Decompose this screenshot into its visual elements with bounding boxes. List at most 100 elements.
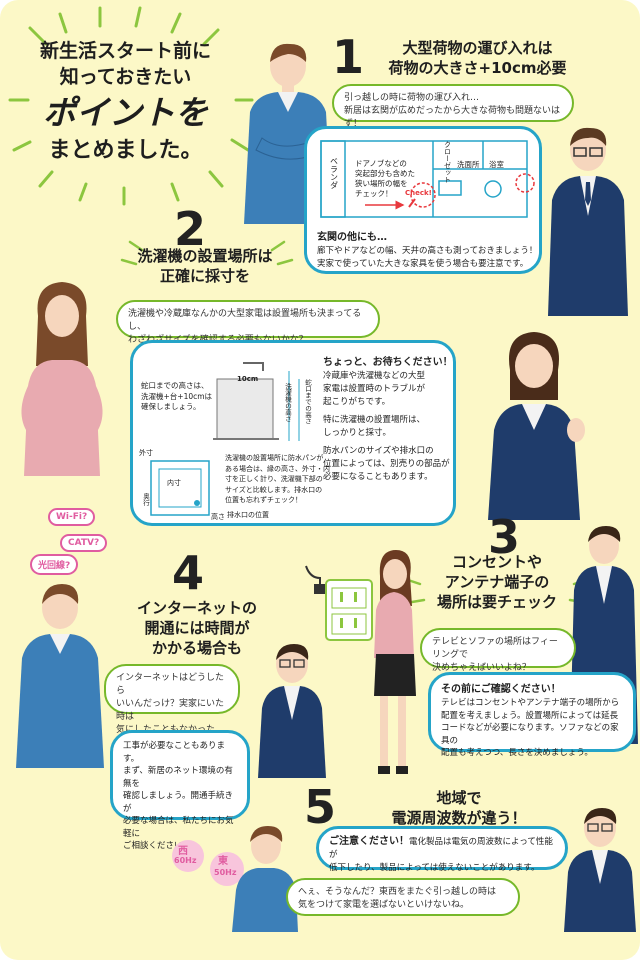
point-5-heading: 地域で 電源周波数が違う！ [370, 788, 548, 828]
point-5-bubble-line1: へぇ、そうなんだ？東西をまたぐ引っ越しの時は [298, 887, 497, 897]
main-title: 新生活スタート前に 知っておきたい ポイントを まとめました。 [18, 38, 233, 166]
floor-plan-diagram [320, 140, 535, 218]
faucet-note-line3: 確保しましょう。 [141, 402, 201, 411]
point-2-panel-line6: 防水パンのサイズや排水口の [323, 446, 434, 456]
point-3-heading: コンセントや アンテナ端子の 場所は要チェック [418, 552, 576, 612]
man-illustration-3 [232, 826, 298, 932]
pan-note-line1: 洗濯機の設置場所に防水パンが [225, 454, 324, 462]
point-1-bubble: 引っ越しの時に荷物の運び入れ… 新居は玄関が広めだったから大きな荷物も問題ないは… [332, 84, 574, 129]
title-rays [8, 6, 254, 206]
inner-label: 内寸 [167, 479, 181, 487]
point-2-panel-line2: 家電は設置時のトラブルが [323, 384, 426, 394]
point-3-panel-line4: 配置も考えつつ、長さを決めましょう。 [441, 748, 593, 758]
point-1-panel: クローゼット 洗面所 浴室 ベランダ Check! ドアノブなどの 突起部分も含… [304, 126, 542, 274]
floor-note-line2: 突起部分も含めた [355, 169, 415, 178]
staff-illustration-4 [564, 808, 636, 932]
bath-label: 浴室 [489, 160, 504, 169]
dim-10cm-label: 10cm [237, 375, 259, 383]
outer-label: 外寸 [139, 449, 153, 457]
outlet-icon [305, 565, 373, 641]
east-label: 東 [218, 856, 228, 867]
frequency-badge: 西 60Hz 東 50Hz [172, 838, 246, 890]
pan-note-line2: ある場合は、縁の高さ、外寸・内 [225, 464, 330, 473]
point-1-panel-line2: 実家で使っていた大きな家具を使う場合も要注意です。 [317, 258, 529, 269]
point-1-bubble-line1: 引っ越しの時に荷物の運び入れ… [344, 93, 480, 103]
point-2-panel-line1: 冷蔵庫や洗濯機などの大型 [323, 371, 426, 381]
point-3-bubble-line1: テレビとソファの場所はフィーリングで [432, 637, 558, 660]
veranda-label: ベランダ [329, 157, 339, 189]
point-2-number: 2 [174, 202, 207, 256]
point-2-heading-line2: 正確に採寸を [159, 267, 250, 285]
point-4-panel-line4: 必要な場合は、私たちにお気軽に [123, 816, 234, 839]
point-2-panel-text: ちょっと、お待ちください！ 冷蔵庫や洗濯機などの大型 家電は設置時のトラブルが … [323, 355, 455, 484]
point-3-panel-line2: 配置を考えましょう。設置場所によっては延長 [441, 710, 619, 721]
point-1-number: 1 [332, 30, 365, 84]
point-3-bubble: テレビとソファの場所はフィーリングで 決めちゃえばいいよね？ [420, 628, 576, 673]
height-label: 高さ [211, 513, 225, 521]
point-1-panel-line1: 廊下やドアなどの幅、天井の高さも測っておきましょう！ [317, 246, 538, 256]
west-label: 西 [178, 846, 188, 857]
point-4-bubble-line2: いいんだっけ？実家にいた時は [116, 699, 225, 722]
pan-note: 洗濯機の設置場所に防水パンが ある場合は、縁の高さ、外寸・内 寸を正しく計り、洗… [225, 453, 330, 506]
depth-label: 奥行 [141, 493, 150, 506]
point-3-rays [406, 578, 588, 604]
faucet-height-label: 蛇口までの高さ [303, 379, 312, 425]
pan-note-line4: サイズと比較します。排水口の [225, 485, 323, 494]
pan-note-line3: 寸を正しく計り、洗濯機下部の [225, 475, 323, 483]
drain-label: 排水口の位置 [227, 511, 269, 519]
point-3-panel: その前にご確認ください！ テレビはコンセントやアンテナ端子の場所から 配置を考え… [428, 672, 636, 758]
point-3-heading-line3: 場所は要チェック [436, 593, 557, 611]
point-4-heading-line3: かかる場合も [151, 639, 242, 657]
point-4-heading-line2: 開通には時間が [144, 619, 250, 637]
machine-height-label: 洗濯機の高さ [283, 383, 292, 422]
woman-illustration-1 [21, 282, 103, 476]
floor-note-line3: 狭い場所の幅を [355, 179, 408, 188]
faucet-note-line2: 洗濯機+台+10cmは [141, 391, 213, 401]
floor-note: ドアノブなどの 突起部分も含めた 狭い場所の幅を チェック！ [355, 159, 415, 199]
catv-chip: CATV? [60, 534, 108, 552]
point-2-bubble: 洗濯機や冷蔵庫なんかの大型家電は設置場所も決まってるし、 わざわざサイズを確認す… [116, 300, 380, 345]
point-4-heading: インターネットの 開通には時間が かかる場合も [112, 598, 282, 658]
floor-note-line4: チェック！ [355, 189, 393, 198]
point-5-panel: ご注意ください！電化製品は電気の周波数によって性能が 低下したり、製品によっては… [316, 826, 568, 873]
closet-label: クローゼット [443, 141, 452, 183]
point-4-number: 4 [172, 546, 205, 600]
faucet-note-line1: 蛇口までの高さは、 [141, 381, 209, 390]
point-5-panel-line1: 電化製品は電気の周波数によって性能が [329, 837, 553, 860]
point-4-bubble-line1: インターネットはどうしたら [116, 673, 225, 696]
point-3-bubble-line2: 決めちゃえばいいよね？ [432, 663, 531, 673]
point-5-panel-line2: 低下したり、製品によっては使えないことがあります。 [329, 863, 540, 873]
point-5-bubble-line2: 気をつけて家電を選ばないといけないね。 [298, 900, 470, 910]
floor-note-line1: ドアノブなどの [355, 159, 407, 168]
washing-machine-diagram [150, 362, 300, 516]
point-2-panel-title: ちょっと、お待ちください！ [323, 357, 453, 368]
woman-illustration-2 [374, 550, 416, 774]
title-line4: まとめました。 [48, 138, 203, 163]
check-label: Check! [405, 189, 432, 197]
point-3-heading-line1: コンセントや [451, 553, 542, 571]
staff-woman-illustration [488, 332, 585, 520]
title-line2: 知っておきたい [59, 66, 192, 88]
east-hz-label: 50Hz [214, 868, 237, 877]
point-1-heading-line2: 荷物の大きさ+10cm必要 [388, 59, 567, 77]
point-2-rays [120, 240, 294, 266]
wifi-chip: Wi-Fi? [48, 508, 96, 526]
point-4-panel-line5: ご相談ください。 [123, 841, 192, 851]
man-illustration-2 [16, 584, 104, 768]
point-2-panel-line8: 必要になることもあります。 [323, 472, 433, 482]
staff-illustration-3 [258, 644, 326, 778]
west-hz-label: 60Hz [174, 856, 197, 865]
point-1-heading: 大型荷物の運び入れは 荷物の大きさ+10cm必要 [370, 38, 585, 78]
point-2-bubble-line1: 洗濯機や冷蔵庫なんかの大型家電は設置場所も決まってるし、 [128, 309, 362, 332]
point-1-bubble-line2: 新居は玄関が広めだったから大きな荷物も問題ないはず！ [344, 106, 561, 129]
staff-illustration-1 [548, 127, 628, 316]
washroom-label: 洗面所 [457, 160, 480, 169]
pan-note-line5: 位置も忘れずチェック！ [225, 496, 302, 504]
point-2-panel-line4: 特に洗濯機の設置場所は、 [323, 415, 426, 425]
point-1-heading-line1: 大型荷物の運び入れは [402, 39, 553, 57]
point-3-panel-line3: コードなどが必要になります。ソファなどの家具の [441, 723, 619, 746]
point-2-panel: 蛇口までの高さは、 洗濯機+台+10cmは 確保しましょう。 10cm 蛇口まで… [130, 340, 456, 526]
point-4-bubble: インターネットはどうしたら いいんだっけ？実家にいた時は 気にしたこともなかった… [104, 664, 240, 748]
point-3-number: 3 [488, 510, 521, 564]
